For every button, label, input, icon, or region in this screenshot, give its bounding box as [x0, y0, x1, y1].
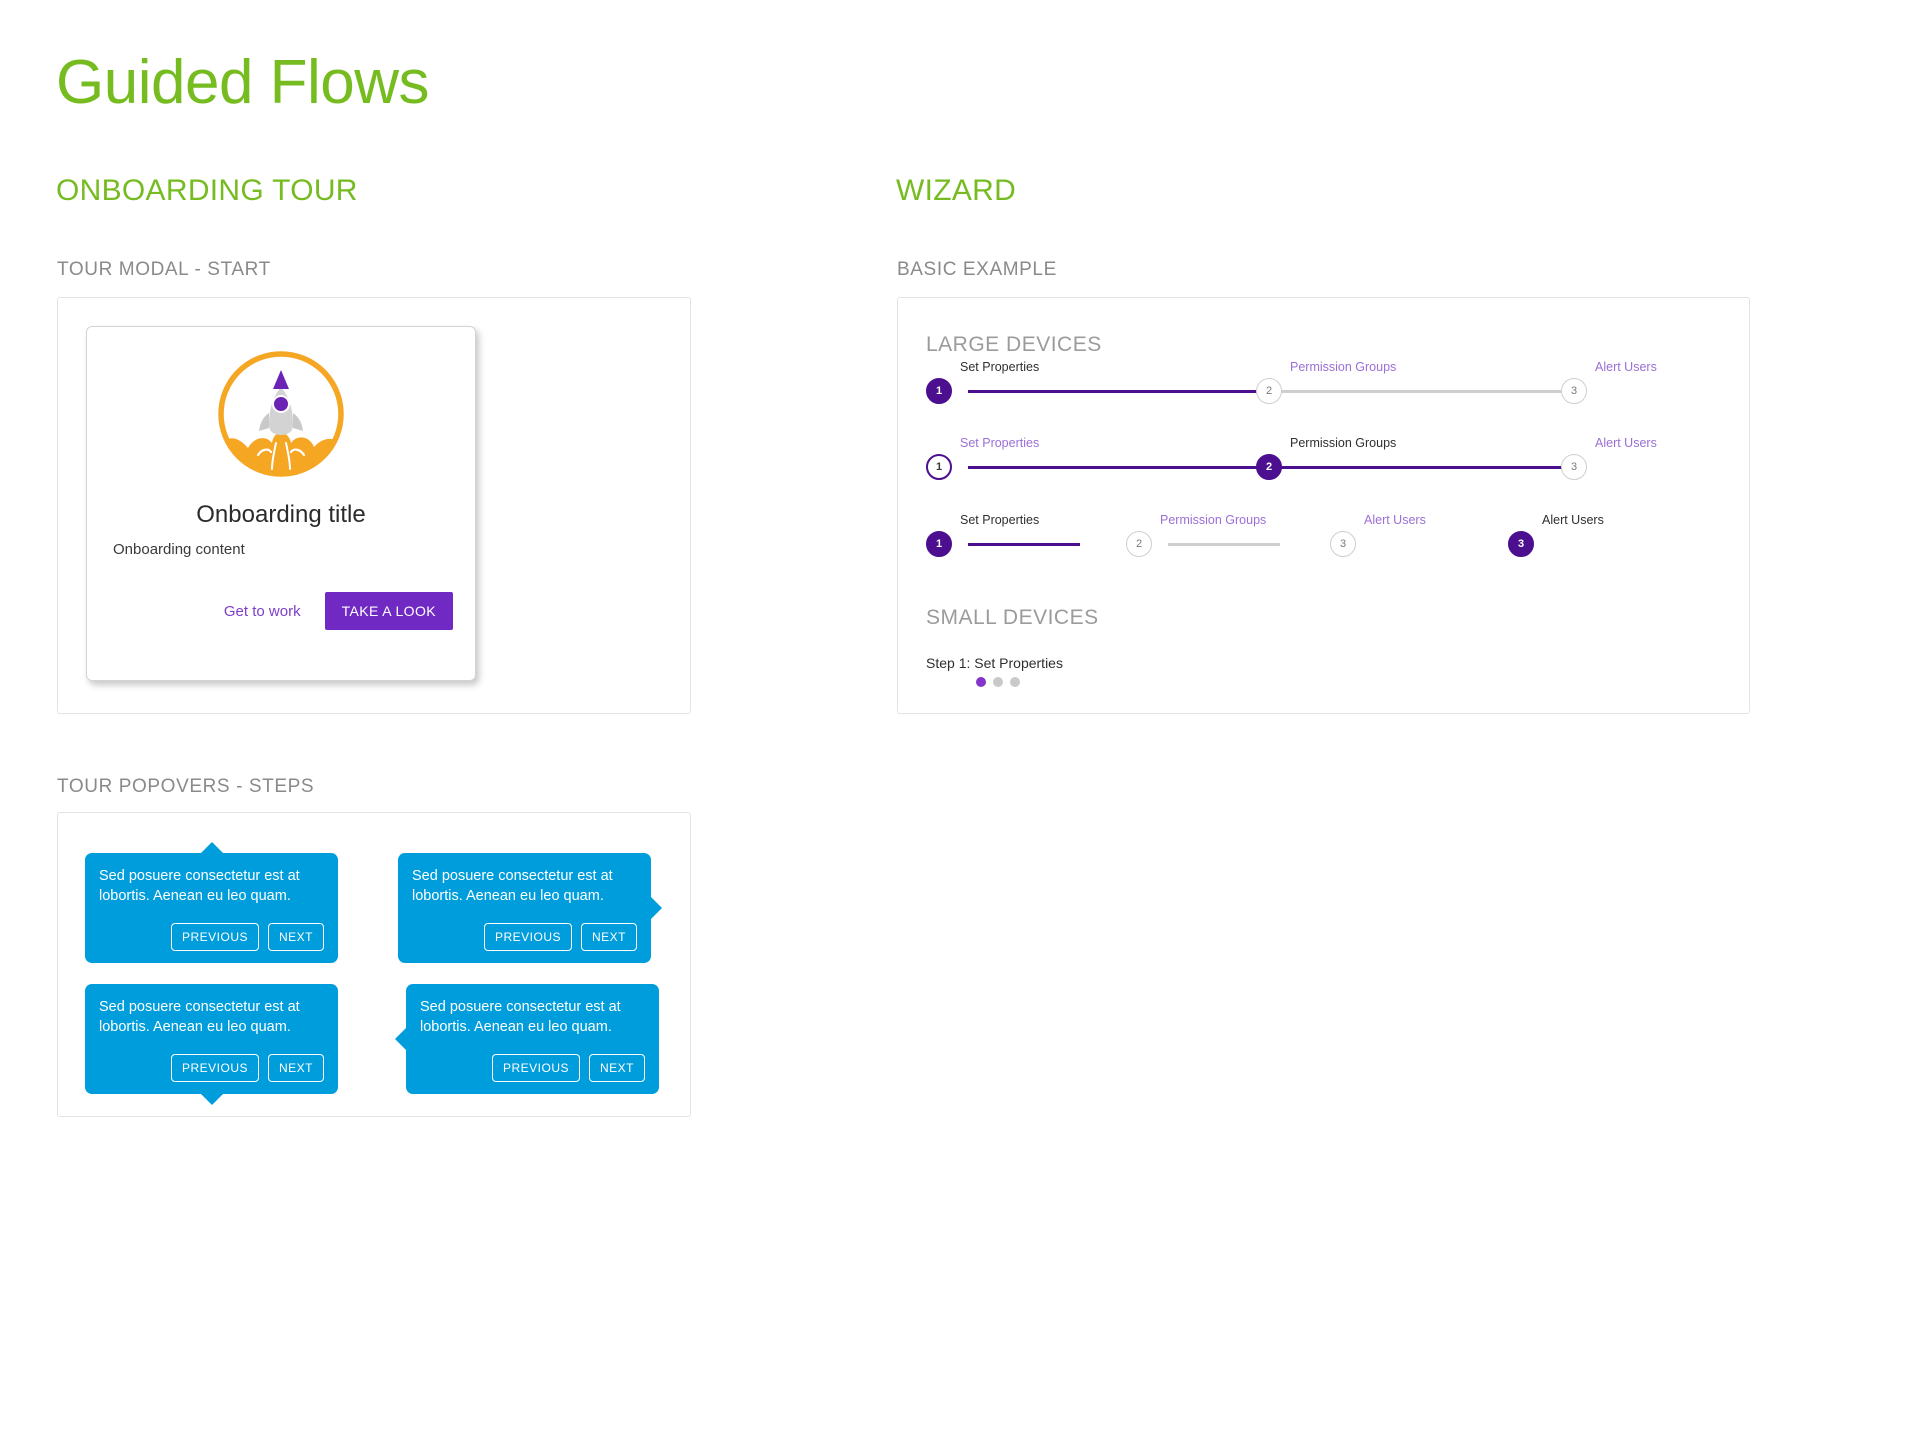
- wizard-connector: [1268, 466, 1573, 469]
- wizard-step-circle: 1: [926, 454, 952, 480]
- popover-text: Sed posuere consectetur est at lobortis.…: [99, 868, 300, 904]
- wizard-step-circle: 3: [1508, 531, 1534, 557]
- panel-tour-modal: Onboarding title Onboarding content Get …: [57, 297, 691, 714]
- popover-left[interactable]: Sed posuere consectetur est at lobortis.…: [395, 984, 659, 1095]
- modal-actions: Get to work TAKE A LOOK: [222, 592, 453, 630]
- wizard-step-circle: 2: [1256, 454, 1282, 480]
- modal-content: Onboarding content: [113, 541, 245, 558]
- wizard-small-devices-title: SMALL DEVICES: [926, 606, 1099, 629]
- popover-text: Sed posuere consectetur est at lobortis.…: [412, 868, 613, 904]
- popover-text: Sed posuere consectetur est at lobortis.…: [420, 999, 621, 1035]
- popover-previous-button[interactable]: PREVIOUS: [170, 1054, 259, 1083]
- panel-tour-popovers: Sed posuere consectetur est at lobortis.…: [57, 812, 691, 1117]
- rocket-icon: [218, 351, 344, 477]
- wizard-step-circle: 2: [1126, 531, 1152, 557]
- popover-arrow-bottom-icon: [200, 1094, 223, 1106]
- pagination-dot-3[interactable]: [1010, 677, 1020, 687]
- wizard-connector: [1168, 543, 1280, 546]
- panel-wizard-basic-example: LARGE DEVICES 1 Set Properties 2 Permiss…: [897, 297, 1750, 714]
- popover-right[interactable]: Sed posuere consectetur est at lobortis.…: [398, 853, 662, 964]
- popover-next-button[interactable]: NEXT: [267, 923, 324, 952]
- popover-actions: PREVIOUS NEXT: [99, 923, 324, 952]
- popover-top[interactable]: Sed posuere consectetur est at lobortis.…: [85, 842, 338, 964]
- small-device-step-label: Step 1: Set Properties: [926, 655, 1063, 671]
- wizard-step-label: Set Properties: [960, 436, 1040, 450]
- wizard-large-devices-title: LARGE DEVICES: [926, 333, 1102, 356]
- take-a-look-button[interactable]: TAKE A LOOK: [324, 592, 453, 630]
- small-device-pagination[interactable]: [976, 677, 1020, 687]
- wizard-step-label: Alert Users: [1364, 513, 1426, 527]
- wizard-row-step-2: 1 Set Properties 2 Permission Groups 3 A…: [926, 436, 1726, 496]
- modal-title: Onboarding title: [196, 501, 366, 528]
- onboarding-modal[interactable]: Onboarding title Onboarding content Get …: [86, 326, 476, 681]
- pagination-dot-2[interactable]: [993, 677, 1003, 687]
- section-title-wizard: WIZARD: [896, 174, 1017, 207]
- wizard-step-label: Alert Users: [1595, 360, 1657, 374]
- popover-previous-button[interactable]: PREVIOUS: [170, 923, 259, 952]
- subtitle-basic-example: BASIC EXAMPLE: [897, 259, 1057, 280]
- wizard-step-circle: 3: [1330, 531, 1356, 557]
- wizard-step-label: Set Properties: [960, 360, 1040, 374]
- popover-arrow-top-icon: [200, 842, 223, 853]
- wizard-step-label: Alert Users: [1595, 436, 1657, 450]
- subtitle-tour-popovers-steps: TOUR POPOVERS - STEPS: [57, 776, 315, 797]
- pagination-dot-1[interactable]: [976, 677, 986, 687]
- popover-arrow-left-icon: [395, 1028, 406, 1051]
- subtitle-tour-modal-start: TOUR MODAL - START: [57, 259, 271, 280]
- wizard-step-label: Permission Groups: [1290, 360, 1397, 374]
- popover-previous-button[interactable]: PREVIOUS: [483, 923, 572, 952]
- popover-arrow-right-icon: [651, 897, 662, 920]
- popover-text: Sed posuere consectetur est at lobortis.…: [99, 999, 300, 1035]
- popover-next-button[interactable]: NEXT: [580, 923, 637, 952]
- wizard-step-label: Set Properties: [960, 513, 1040, 527]
- popover-next-button[interactable]: NEXT: [588, 1054, 645, 1083]
- wizard-step-circle: 2: [1256, 378, 1282, 404]
- wizard-step-circle: 1: [926, 378, 952, 404]
- page-title: Guided Flows: [56, 48, 430, 117]
- wizard-step-label: Alert Users: [1542, 513, 1604, 527]
- wizard-connector: [968, 466, 1268, 469]
- wizard-step-label: Permission Groups: [1160, 513, 1267, 527]
- wizard-step-label: Permission Groups: [1290, 436, 1397, 450]
- wizard-step-circle: 1: [926, 531, 952, 557]
- wizard-connector: [968, 543, 1080, 546]
- get-to-work-button[interactable]: Get to work: [222, 599, 303, 624]
- wizard-row-step-1: 1 Set Properties 2 Permission Groups 3 A…: [926, 360, 1726, 420]
- wizard-connector: [968, 390, 1268, 393]
- popover-actions: PREVIOUS NEXT: [420, 1054, 645, 1083]
- popover-actions: PREVIOUS NEXT: [99, 1054, 324, 1083]
- popover-previous-button[interactable]: PREVIOUS: [491, 1054, 580, 1083]
- wizard-connector: [1268, 390, 1573, 393]
- section-title-onboarding-tour: ONBOARDING TOUR: [56, 174, 358, 207]
- wizard-step-circle: 3: [1561, 454, 1587, 480]
- wizard-step-circle: 3: [1561, 378, 1587, 404]
- popover-next-button[interactable]: NEXT: [267, 1054, 324, 1083]
- popover-actions: PREVIOUS NEXT: [412, 923, 637, 952]
- wizard-row-step-3: 1 Set Properties 2 Permission Groups 3 A…: [926, 513, 1726, 573]
- popover-bottom[interactable]: Sed posuere consectetur est at lobortis.…: [85, 984, 338, 1106]
